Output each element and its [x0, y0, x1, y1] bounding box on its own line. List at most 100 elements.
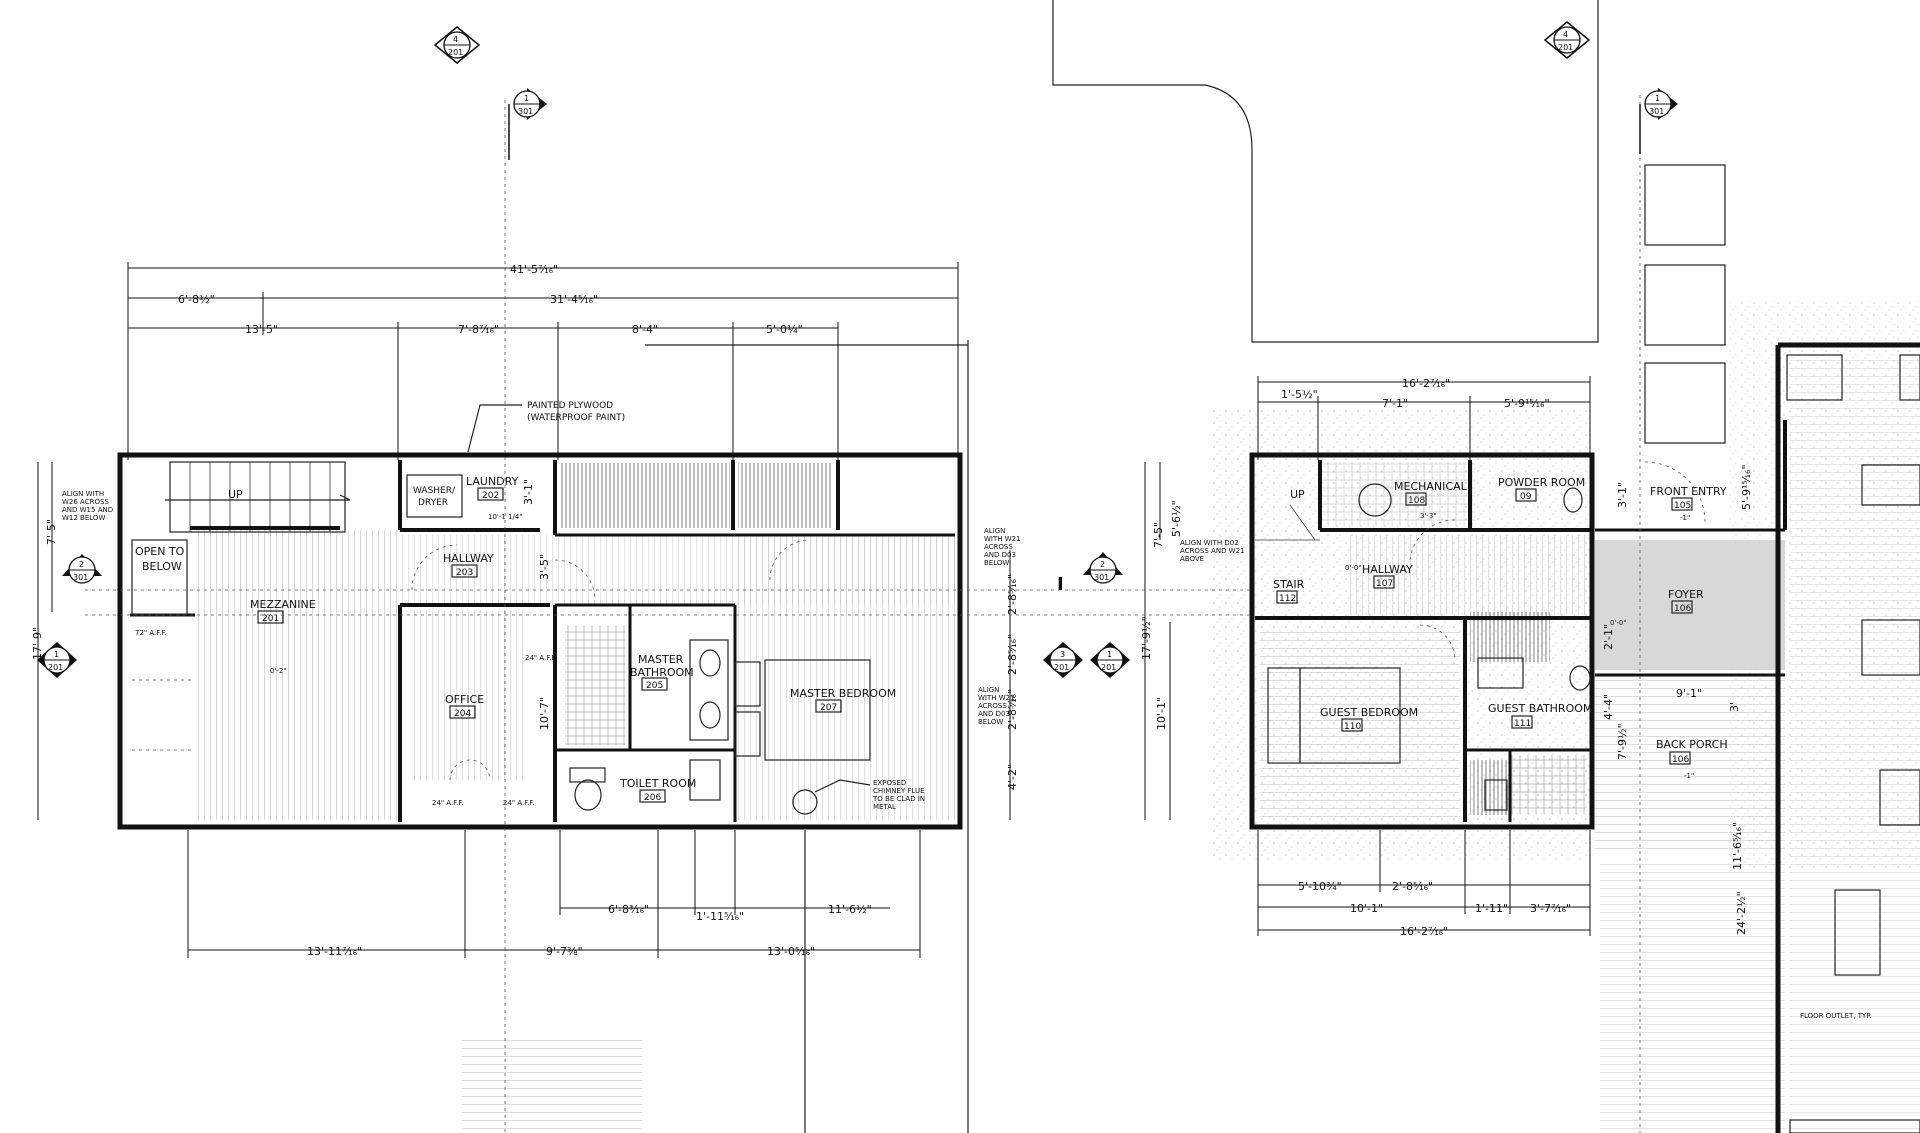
section-marker-num: 1 — [524, 94, 529, 103]
right-floor-plan: UP FRONT ENTRY 105 FOYER 106 BACK PORCH … — [1052, 0, 1920, 1133]
section-marker-num: 1 — [1107, 650, 1112, 659]
room-num-108: 108 — [1408, 496, 1425, 506]
section-marker-top-right: 4 201 — [1543, 21, 1591, 59]
room-label-master-bedroom: MASTER BEDROOM — [790, 687, 896, 700]
room-label-front-entry: FRONT ENTRY — [1650, 485, 1727, 498]
dim-int-5: 2'-8⁵⁄₁₆" — [1006, 574, 1019, 615]
right-fixtures — [1267, 483, 1591, 811]
dim-int-3: 10'-7" — [538, 697, 551, 730]
mezzanine-floor-hatch — [195, 530, 400, 820]
dim-left-1: 7'-5" — [45, 519, 58, 545]
dim-bottom-3: 11'-6½" — [828, 903, 872, 916]
room-num-205: 205 — [646, 681, 663, 691]
right-notes: ALIGN WITH D02 ACROSS AND W21 ABOVE FLOO… — [1180, 512, 1872, 1020]
elev-open: 72" A.F.F. — [135, 629, 167, 637]
dim-overall: 41'-5⁷⁄₁₆" — [510, 263, 558, 276]
mechanical-hatch — [1320, 462, 1475, 527]
note-align-right-2: ACROSS AND W21 — [1180, 547, 1245, 555]
driveway-outline — [1052, 0, 1599, 343]
room-label-hallway-107: HALLWAY — [1362, 563, 1413, 576]
room-num-106a: 106 — [1674, 604, 1691, 614]
dim-bottom-4: 13'-11⁷⁄₁₆" — [307, 945, 362, 958]
note-align-right1-3: ACROSS — [984, 543, 1013, 551]
dim-right-bottom-3: 10'-1" — [1350, 902, 1383, 915]
room-label-toilet: TOILET ROOM — [619, 777, 696, 790]
section-marker-center-2: 3 201 — [1043, 642, 1083, 678]
note-align-right1-5: BELOW — [984, 559, 1009, 567]
elev-hallway: 0'-0" — [1345, 564, 1362, 572]
stair-up-label: UP — [228, 488, 243, 501]
dim-top-6: 5'-0¼" — [766, 323, 803, 336]
shower-tile — [565, 625, 625, 745]
room-label-stair: STAIR — [1273, 578, 1305, 591]
dim-right-left-2: 5'-6½" — [1170, 500, 1183, 537]
room-label-powder-room: POWDER ROOM — [1498, 476, 1585, 489]
section-marker-num: 2 — [79, 560, 84, 569]
left-dimensions-top: 41'-5⁷⁄₁₆" 6'-8½" 31'-4⁵⁄₁₆" 13'-5" 7'-8… — [127, 262, 959, 460]
right-interior-walls — [1255, 342, 1920, 1133]
room-label-mechanical: MECHANICAL — [1394, 480, 1468, 493]
room-num-112: 112 — [1279, 594, 1296, 604]
master-bed — [734, 659, 871, 815]
section-markers: 4 201 1 301 2 301 1 201 — [37, 21, 1678, 678]
note-plywood-line1: PAINTED PLYWOOD — [527, 401, 613, 411]
open-to-below-area: OPEN TO BELOW — [131, 539, 195, 751]
note-align-right-1: ALIGN WITH D02 — [1180, 539, 1239, 547]
room-num-110: 110 — [1344, 722, 1361, 732]
dim-right-bottom-5: 3'-7⁷⁄₁₆" — [1530, 902, 1571, 915]
back-porch-hatch — [1595, 680, 1785, 850]
left-dimensions-bottom: 6'-8³⁄₁₆" 1'-11⁵⁄₁₆" 11'-6½" 13'-11⁷⁄₁₆"… — [187, 830, 921, 958]
closet-shelving-2 — [738, 463, 833, 528]
room-label-laundry: LAUNDRY — [466, 475, 519, 488]
note-align-right2-4: AND D03 — [978, 710, 1010, 718]
note-align-right1-4: AND D03 — [984, 551, 1016, 559]
adjacent-kitchen-partial — [1786, 354, 1920, 1133]
section-marker-sheet: 201 — [1101, 663, 1116, 672]
dim-right-top-1: 16'-2⁷⁄₁₆" — [1402, 377, 1450, 390]
office-floor-hatch — [410, 610, 525, 780]
section-marker-center-3: 1 201 — [1090, 642, 1130, 678]
dryer-label: DRYER — [418, 498, 448, 508]
master-bedroom-floor-hatch — [735, 535, 955, 820]
section-marker-num: 4 — [1563, 30, 1568, 39]
room-label-back-porch: BACK PORCH — [1656, 738, 1728, 751]
dim-bottom-2: 1'-11⁵⁄₁₆" — [696, 910, 744, 923]
dim-right-int-6: 9'-1" — [1676, 687, 1702, 700]
section-marker-sheet: 201 — [1558, 43, 1573, 52]
left-dimensions-side: 7'-5" 17'-9" 3'-1" 3'-5" 10'-7" 4'-2" 2'… — [31, 462, 1019, 820]
dim-right-int-5: 7'-9½" — [1616, 723, 1629, 760]
note-plywood-line2: (WATERPROOF PAINT) — [527, 413, 625, 423]
closet-shelving — [560, 463, 730, 528]
note-align-right2-3: ACROSS — [978, 702, 1007, 710]
section-marker-sheet: 301 — [518, 107, 533, 116]
room-num-206: 206 — [644, 793, 661, 803]
dim-right-int-7: 3' — [1728, 702, 1741, 712]
note-align-left-2: W26 ACROSS — [62, 498, 109, 506]
dim-bottom-6: 13'-0⁵⁄₁₆" — [767, 945, 815, 958]
dim-left-2: 17'-9" — [31, 627, 44, 660]
section-marker-sheet: 301 — [1094, 573, 1109, 582]
dim-right-bottom-6: 16'-2⁷⁄₁₆" — [1400, 925, 1448, 938]
section-marker-num: 4 — [453, 35, 458, 44]
section-marker-sheet: 201 — [48, 663, 63, 672]
room-num-106b: 106 — [1672, 755, 1689, 765]
note-floor-outlet: FLOOR OUTLET, TYP. — [1800, 1012, 1872, 1020]
stair-up-label-2: UP — [1290, 488, 1305, 501]
left-side-notes: ALIGN WITH W26 ACROSS AND W15 AND W12 BE… — [62, 490, 1021, 811]
section-marker-top-left-2: 1 301 — [508, 88, 547, 160]
room-num-202: 202 — [482, 491, 499, 501]
dim-right-int-9: 24'-2½" — [1735, 891, 1748, 935]
dim-right-top-4: 5'-9¹⁵⁄₁₆" — [1504, 397, 1550, 410]
vanity-sinks — [689, 639, 729, 801]
right-exterior-walls — [1249, 452, 1595, 830]
right-dimensions: 16'-2⁷⁄₁₆" 1'-5½" 7'-1" 5'-9¹⁵⁄₁₆" 7'-5"… — [1140, 95, 1753, 1133]
toilet-fixture — [569, 767, 606, 811]
elev-porch: -1" — [1684, 772, 1694, 780]
dim-right-int-3: 2'-1" — [1602, 624, 1615, 650]
first-floor-stair: UP — [1255, 488, 1320, 541]
left-room-labels: MEZZANINE 201 LAUNDRY 202 HALLWAY 203 OF… — [250, 475, 896, 803]
section-marker-top-right-2: 1 301 — [1639, 88, 1678, 154]
stair-treads: UP — [165, 461, 351, 533]
elev-laundry: 10'-1 1/4" — [488, 513, 523, 521]
section-marker-top-left: 4 201 — [433, 26, 481, 64]
